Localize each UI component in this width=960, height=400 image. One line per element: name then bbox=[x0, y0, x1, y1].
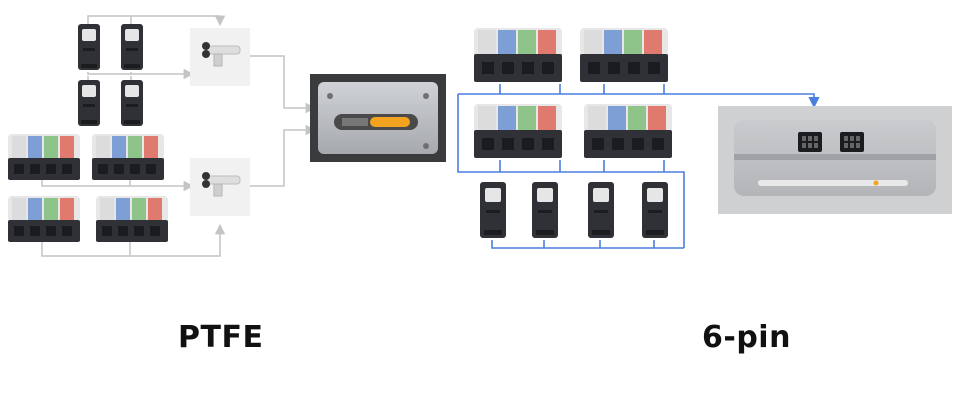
filament-buffer-icon bbox=[121, 24, 143, 70]
multi-spool-unit-icon bbox=[92, 134, 164, 180]
filament-buffer-icon bbox=[121, 80, 143, 126]
multi-spool-unit-icon bbox=[8, 134, 80, 180]
filament-buffer-icon bbox=[480, 182, 506, 238]
multi-spool-unit-icon bbox=[474, 28, 562, 82]
sixpin-caption: 6-pin bbox=[702, 320, 791, 355]
multi-spool-unit-icon bbox=[580, 28, 668, 82]
multi-spool-unit-icon bbox=[584, 104, 672, 158]
ptfe-connection-lines bbox=[41, 15, 317, 257]
hub-6pin-ports-icon bbox=[718, 106, 952, 214]
filament-buffer-icon bbox=[588, 182, 614, 238]
ptfe-splitter-icon bbox=[190, 158, 250, 216]
multi-spool-unit-icon bbox=[96, 196, 168, 242]
filament-buffer-icon bbox=[532, 182, 558, 238]
hub-box-icon bbox=[310, 74, 446, 162]
multi-spool-unit-icon bbox=[474, 104, 562, 158]
multi-spool-unit-icon bbox=[8, 196, 80, 242]
ptfe-caption: PTFE bbox=[178, 320, 264, 355]
ptfe-splitter-icon bbox=[190, 28, 250, 86]
sixpin-connection-lines bbox=[457, 84, 820, 249]
filament-buffer-icon bbox=[78, 80, 100, 126]
filament-buffer-icon bbox=[78, 24, 100, 70]
filament-buffer-icon bbox=[642, 182, 668, 238]
